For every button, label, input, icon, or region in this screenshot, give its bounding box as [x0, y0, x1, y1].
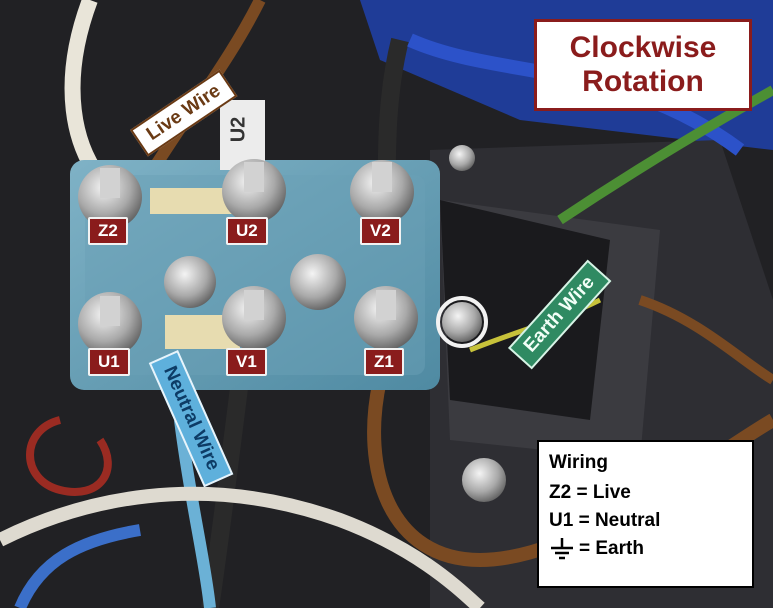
legend-row-neutral: U1 = Neutral — [549, 510, 661, 531]
title-line-2: Rotation — [582, 65, 704, 98]
legend-heading: Wiring — [549, 452, 608, 473]
earth-ground-icon — [551, 538, 573, 560]
wire-sleeve-label: U2 — [227, 116, 250, 143]
terminal-label-z2: Z2 — [88, 217, 128, 245]
terminal-label-v1: V1 — [226, 348, 267, 376]
rotation-title-box: Clockwise Rotation — [534, 19, 752, 111]
legend-row-live: Z2 = Live — [549, 482, 631, 503]
terminal-label-u2: U2 — [226, 217, 268, 245]
title-line-1: Clockwise — [569, 31, 717, 64]
wiring-legend: Wiring Z2 = Live U1 = Neutral = Earth — [537, 440, 754, 588]
terminal-label-z1: Z1 — [364, 348, 404, 376]
terminal-label-v2: V2 — [360, 217, 401, 245]
terminal-label-u1: U1 — [88, 348, 130, 376]
legend-row-earth: = Earth — [549, 538, 742, 560]
